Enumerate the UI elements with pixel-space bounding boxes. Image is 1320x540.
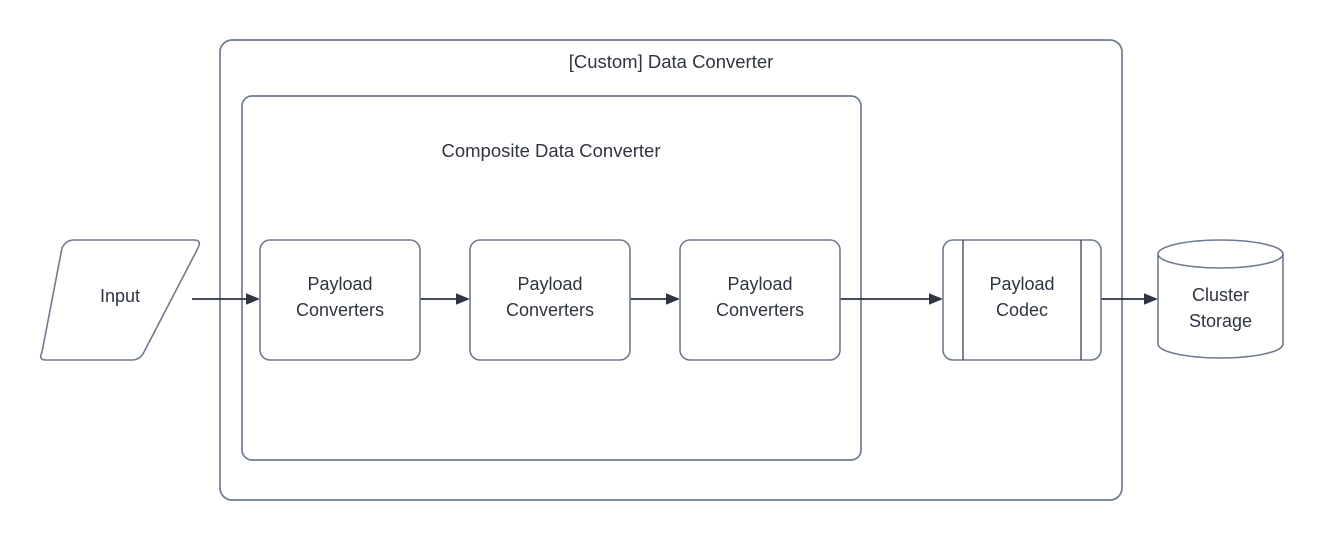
edge-pc3-to-codec-arrowhead	[929, 293, 943, 305]
payload-converters-1-fill	[260, 240, 420, 360]
payload-converters-2-border	[469, 239, 631, 361]
payload-codec-label-line1: Payload	[989, 274, 1054, 294]
payload-codec-label-line2: Codec	[996, 300, 1048, 320]
composite-data-converter-border	[241, 95, 862, 461]
input-label: Input	[100, 286, 140, 306]
payload-converters-1-border	[259, 239, 421, 361]
node-input[interactable]: Input	[39, 239, 201, 361]
payload-converters-3-fill	[680, 240, 840, 360]
edge-input-to-payload-converters-1	[192, 293, 260, 305]
payload-codec-fill	[943, 240, 1101, 360]
node-payload-codec[interactable]: Payload Codec	[942, 239, 1102, 361]
payload-converters-3-border	[679, 239, 841, 361]
edge-payload-converters-1-to-2	[420, 293, 470, 305]
cluster-storage-body-fill	[1158, 254, 1283, 359]
edge-payload-converters-2-to-3	[630, 293, 680, 305]
payload-converters-3-label-line2: Converters	[716, 300, 804, 320]
cluster-storage-top-border	[1157, 239, 1284, 269]
node-payload-converters-2[interactable]: Payload Converters	[469, 239, 631, 361]
custom-data-converter-border	[219, 39, 1123, 501]
cluster-storage-label-line1: Cluster	[1192, 285, 1249, 305]
custom-data-converter-label: [Custom] Data Converter	[569, 51, 774, 72]
cluster-storage-top-fill	[1158, 240, 1283, 268]
cluster-storage-label-line2: Storage	[1189, 311, 1252, 331]
edge-pc2-to-pc3-arrowhead	[666, 293, 680, 305]
payload-converters-2-fill	[470, 240, 630, 360]
node-cluster-storage[interactable]: Cluster Storage	[1157, 239, 1284, 359]
node-payload-converters-3[interactable]: Payload Converters	[679, 239, 841, 361]
node-payload-converters-1[interactable]: Payload Converters	[259, 239, 421, 361]
cluster-storage-body-border	[1157, 254, 1284, 359]
input-fill	[40, 240, 200, 360]
payload-converters-3-label-line1: Payload	[727, 274, 792, 294]
payload-converters-1-label-line1: Payload	[307, 274, 372, 294]
edge-pc1-to-pc2-arrowhead	[456, 293, 470, 305]
edge-input-to-pc1-arrowhead	[246, 293, 260, 305]
input-border	[39, 239, 201, 361]
composite-data-converter-label: Composite Data Converter	[441, 140, 660, 161]
payload-converters-2-label-line2: Converters	[506, 300, 594, 320]
edge-codec-to-storage-arrowhead	[1144, 293, 1158, 305]
edge-payload-converters-3-to-codec	[840, 293, 943, 305]
edge-codec-to-cluster-storage	[1101, 293, 1158, 305]
payload-converters-2-label-line1: Payload	[517, 274, 582, 294]
payload-codec-border	[942, 239, 1102, 361]
payload-converters-1-label-line2: Converters	[296, 300, 384, 320]
